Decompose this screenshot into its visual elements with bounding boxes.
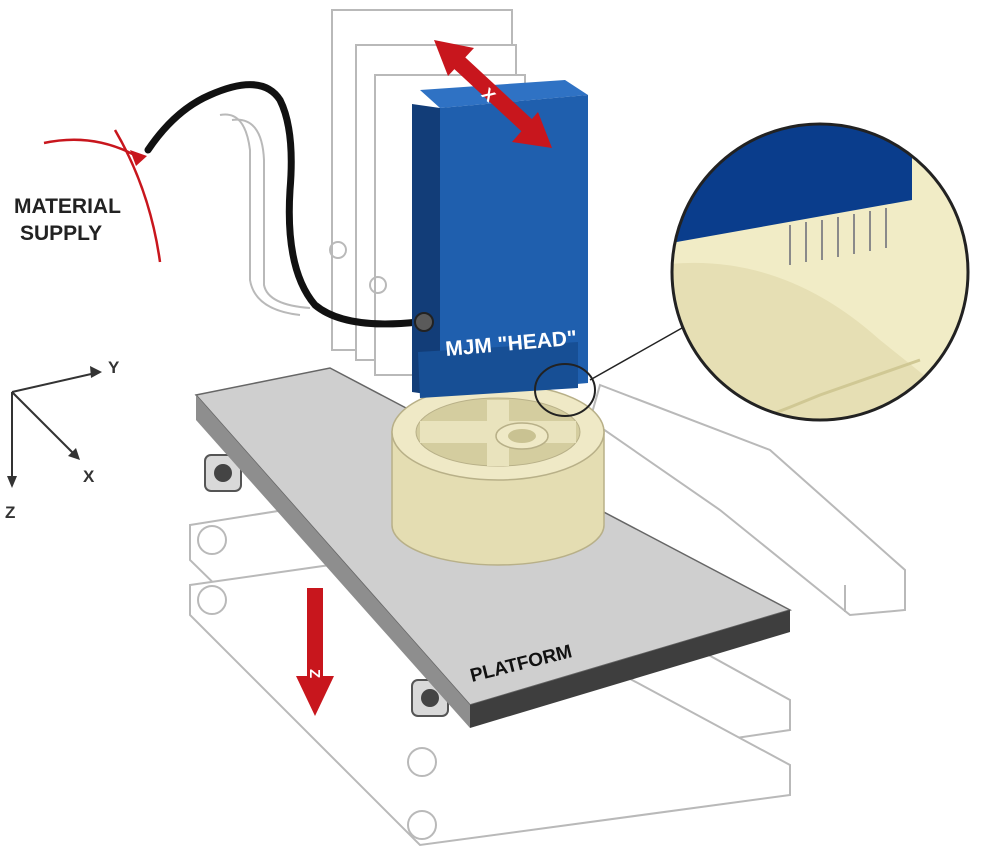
material-supply-label-line1: MATERIAL: [14, 195, 121, 218]
x-axis-arrow: [434, 40, 552, 148]
axis-z-label: Z: [5, 503, 15, 522]
axis-y-label: Y: [108, 358, 120, 377]
material-supply-cable: [144, 81, 422, 328]
coordinate-axes: [7, 366, 102, 488]
material-supply-label-line2: SUPPLY: [20, 222, 102, 245]
material-supply-arrows: [43, 129, 162, 263]
z-arrow-label: Z: [306, 669, 323, 678]
axis-x-label: X: [83, 467, 95, 486]
printed-part: [391, 383, 605, 566]
z-axis-arrow: [296, 588, 334, 716]
mjm-head: [412, 80, 588, 398]
platform-rails: [204, 454, 449, 717]
